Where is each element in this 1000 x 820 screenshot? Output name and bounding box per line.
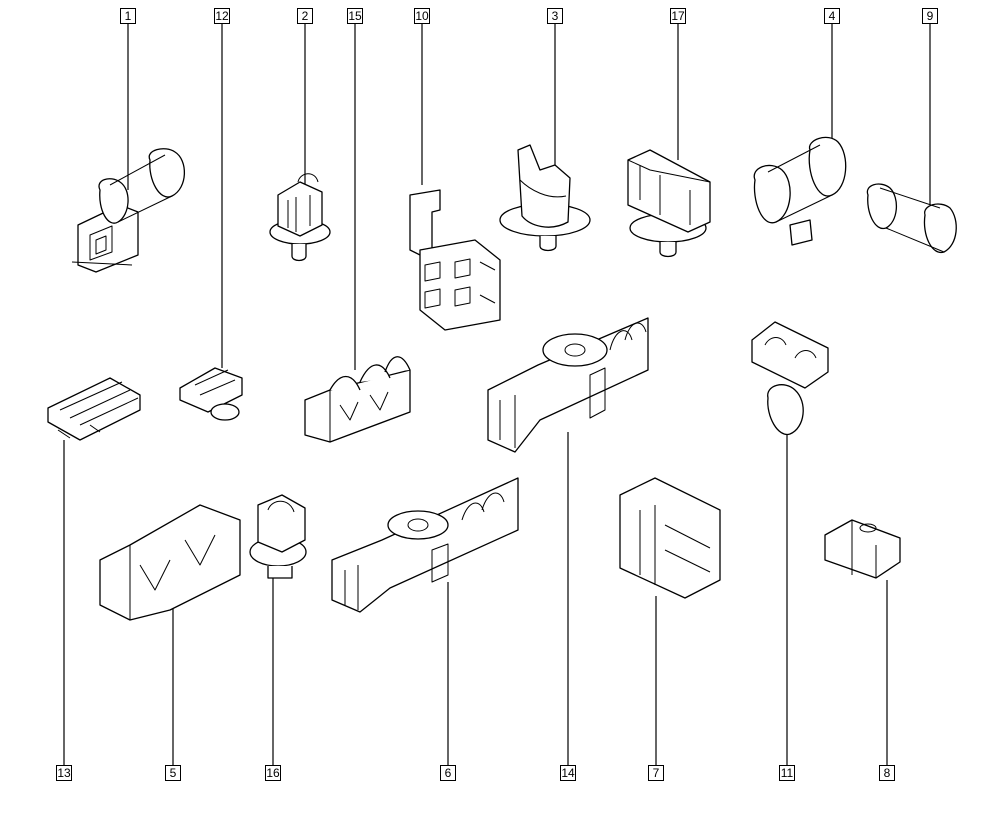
callout-13: 13	[56, 765, 72, 781]
part-16-washer-clip	[249, 494, 307, 579]
part-10-hook-multi-clip	[409, 189, 501, 331]
callout-6: 6	[440, 765, 456, 781]
part-1-double-pipe-clip	[71, 148, 186, 273]
callout-14: 14	[560, 765, 576, 781]
part-8-small-block	[824, 519, 901, 579]
part-2-push-in-clip	[269, 173, 331, 262]
part-12-flat-clip	[179, 367, 243, 421]
callout-17: 17	[670, 8, 686, 24]
part-4-double-open-clip	[753, 136, 847, 246]
callout-12: 12	[214, 8, 230, 24]
leader-lines	[63, 24, 931, 765]
callout-2: 2	[297, 8, 313, 24]
callout-5: 5	[165, 765, 181, 781]
part-7-stacked-block	[619, 477, 721, 599]
part-13-channel-clip	[47, 377, 141, 441]
callout-10: 10	[414, 8, 430, 24]
part-14-large-multi-clip	[487, 317, 649, 453]
part-6-long-multi-clip	[331, 477, 519, 613]
part-5-double-clip-block	[99, 504, 241, 621]
callout-1: 1	[120, 8, 136, 24]
part-11-stacked-clip	[751, 321, 829, 435]
callout-15: 15	[347, 8, 363, 24]
callout-3: 3	[547, 8, 563, 24]
part-15-triple-clip-block	[304, 356, 411, 443]
callout-16: 16	[265, 765, 281, 781]
callout-9: 9	[922, 8, 938, 24]
part-9-small-double-clip	[866, 183, 957, 254]
callout-11: 11	[779, 765, 795, 781]
callout-7: 7	[648, 765, 664, 781]
part-17-double-clip-dome	[627, 149, 711, 258]
callout-8: 8	[879, 765, 895, 781]
part-3-open-clip	[499, 144, 591, 252]
callout-4: 4	[824, 8, 840, 24]
